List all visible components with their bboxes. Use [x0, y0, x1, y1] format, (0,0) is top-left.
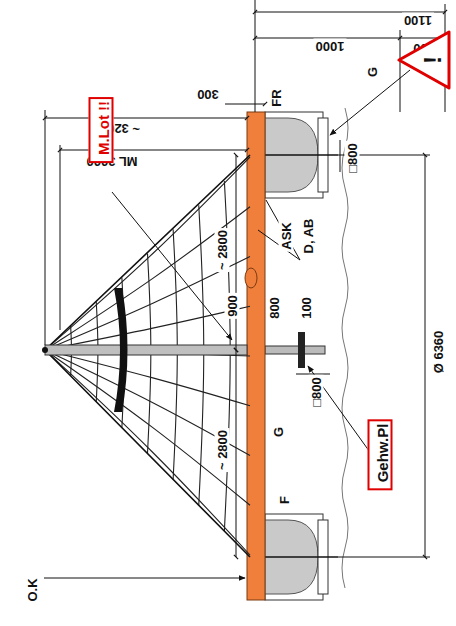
leader-lines [44, 70, 410, 578]
dimension-label: ~ 2800 [215, 428, 230, 472]
warning-sign: ! [397, 30, 451, 90]
dimension-label: ASK [279, 220, 294, 251]
dimension-label: G [271, 425, 286, 439]
marker-oval [245, 268, 257, 288]
dimension-lines [45, 0, 445, 557]
plate-box: Gehw.Pl [368, 420, 393, 491]
pole-footing [265, 332, 325, 368]
dimension-label: Ø 6360 [431, 329, 446, 376]
node-text: M.Lot !! [95, 101, 112, 155]
dimension-label: 1100 [402, 13, 434, 28]
dimension-label: O.K [25, 576, 40, 603]
node-text: Gehw.Pl [374, 424, 391, 483]
dimension-label: ~ 2800 [215, 228, 230, 272]
dimension-label: 800 [267, 295, 282, 321]
dimension-label: G [365, 65, 380, 79]
net-rope [45, 350, 250, 505]
dimension-label: D, AB [301, 217, 316, 256]
dimension-label: FR [269, 87, 284, 108]
dimension-label: 1000 [314, 39, 347, 54]
node-text: ! [419, 56, 447, 64]
dimension-label: 900 [225, 293, 240, 319]
dimension-label: 300 [195, 87, 221, 102]
dimension-label: □800 [345, 141, 360, 175]
rope-net [45, 155, 250, 557]
dimension-label: F [277, 494, 292, 506]
platform [114, 288, 128, 412]
dimension-label: 100 [299, 295, 314, 321]
central-pole [45, 345, 247, 355]
dimension-label: □800 [309, 375, 324, 409]
net-rope [45, 306, 250, 350]
apex [42, 347, 48, 353]
net-rope [45, 207, 250, 350]
soil-edge [342, 108, 348, 588]
warning-box: M.Lot !! [89, 97, 114, 163]
net-edge-rope [45, 155, 250, 557]
